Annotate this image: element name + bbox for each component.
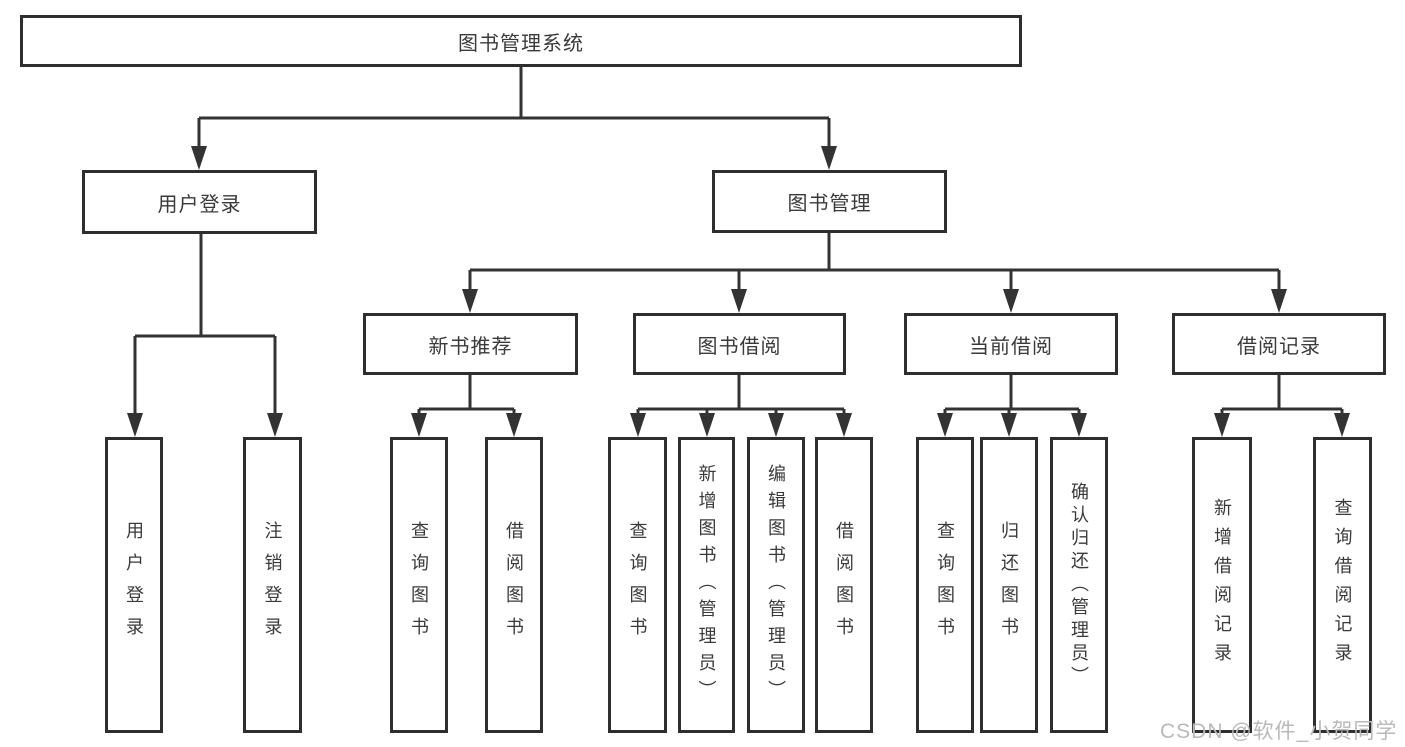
leaf-label: 新增借阅记录 [1212, 498, 1232, 672]
leaf-query-books-3: 查询图书 [916, 437, 974, 733]
node-label: 图书借阅 [697, 335, 782, 358]
leaf-logout: 注销登录 [243, 437, 302, 733]
leaf-label: 查询图书 [935, 521, 955, 649]
leaf-label: 查询借阅记录 [1332, 498, 1353, 672]
node-book-borrowing: 图书借阅 [633, 313, 846, 375]
leaf-label: 新增图书（管理员） [696, 463, 717, 707]
leaf-label: 借阅图书 [834, 521, 854, 649]
node-library-management-system: 图书管理系统 [20, 15, 1022, 67]
leaf-label: 确认归还（管理员） [1069, 481, 1089, 689]
leaf-label: 编辑图书（管理员） [766, 463, 786, 707]
leaf-query-books-1: 查询图书 [390, 437, 448, 733]
node-label: 用户登录 [157, 193, 242, 216]
node-label: 当前借阅 [969, 335, 1053, 358]
arrowhead-icons [127, 146, 1350, 437]
leaf-user-login: 用户登录 [105, 437, 163, 733]
leaf-label: 用户登录 [124, 521, 144, 649]
leaf-return-books: 归还图书 [980, 437, 1038, 733]
node-label: 借阅记录 [1237, 335, 1321, 358]
node-current-borrowing: 当前借阅 [904, 313, 1118, 375]
leaf-label: 注销登录 [262, 521, 283, 649]
leaf-borrow-books-1: 借阅图书 [485, 437, 543, 733]
node-user-login: 用户登录 [82, 170, 317, 234]
leaf-confirm-return-admin: 确认归还（管理员） [1050, 437, 1108, 733]
node-new-book-recommendation: 新书推荐 [363, 313, 578, 375]
leaf-label: 查询图书 [627, 521, 648, 649]
leaf-label: 借阅图书 [504, 521, 524, 649]
watermark: CSDN @软件_小贺同学 [1160, 720, 1398, 743]
leaf-query-borrow-record: 查询借阅记录 [1313, 437, 1372, 733]
leaf-label: 归还图书 [999, 521, 1019, 649]
leaf-borrow-books-2: 借阅图书 [815, 437, 873, 733]
leaf-add-books-admin: 新增图书（管理员） [678, 437, 735, 733]
leaf-add-borrow-record: 新增借阅记录 [1192, 437, 1252, 733]
node-label: 新书推荐 [428, 335, 513, 358]
leaf-edit-books-admin: 编辑图书（管理员） [747, 437, 805, 733]
node-label: 图书管理系统 [458, 32, 584, 55]
node-book-management: 图书管理 [712, 170, 947, 233]
node-label: 图书管理 [787, 193, 872, 215]
node-borrowing-records: 借阅记录 [1172, 313, 1386, 375]
leaf-query-books-2: 查询图书 [608, 437, 667, 733]
leaf-label: 查询图书 [409, 521, 429, 649]
